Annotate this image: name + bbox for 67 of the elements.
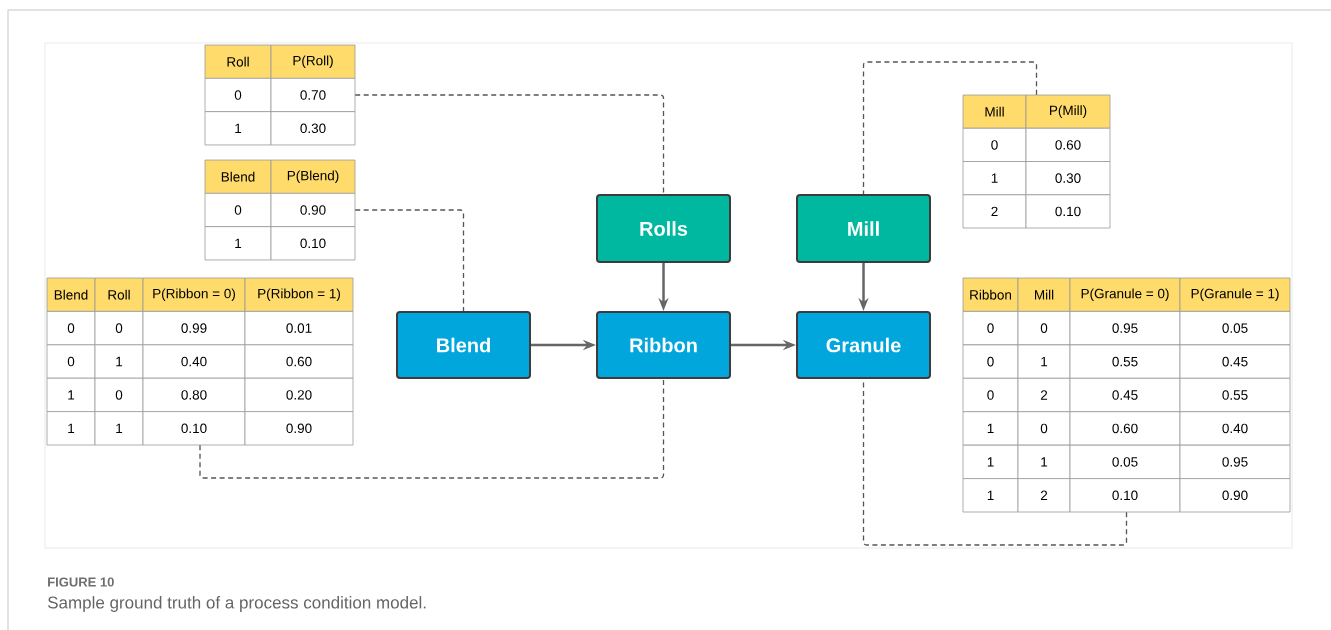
- table-cell: 2: [962, 194, 1027, 229]
- table-cell: 0: [204, 192, 272, 228]
- table-cell: 0: [94, 377, 144, 412]
- connector-line: [199, 378, 665, 479]
- table-header-cell: Mill: [1017, 277, 1071, 312]
- table-header-cell: P(Ribbon = 1): [244, 277, 354, 312]
- table-cell: 0.20: [244, 377, 354, 412]
- table-cell: 2: [1017, 478, 1071, 513]
- table-header-cell: Roll: [94, 277, 144, 312]
- table-cell: 0: [94, 311, 144, 346]
- table-cell: 0: [962, 377, 1019, 413]
- table-cell: 0.40: [1179, 411, 1291, 446]
- process-box: Ribbon: [596, 311, 731, 379]
- table-cell: 1: [1017, 444, 1071, 479]
- process-box: Rolls: [596, 194, 731, 263]
- process-box: Mill: [796, 194, 931, 263]
- table-cell: 0.90: [270, 192, 356, 228]
- table-cell: 0: [46, 344, 96, 379]
- table-cell: 0.05: [1179, 311, 1291, 346]
- table-cell: 1: [94, 411, 144, 446]
- table-cell: 0.01: [244, 311, 354, 346]
- process-box: Granule: [796, 311, 931, 379]
- table-cell: 0.55: [1179, 377, 1291, 413]
- table-header-cell: Roll: [204, 44, 272, 79]
- table-cell: 0: [962, 344, 1019, 379]
- table-cell: 0: [962, 127, 1027, 162]
- table-header-cell: Mill: [962, 94, 1027, 129]
- table-header-cell: Blend: [46, 277, 96, 312]
- table-header-cell: P(Granule = 1): [1179, 277, 1291, 312]
- table-cell: 2: [1017, 377, 1071, 413]
- table-header-cell: P(Roll): [270, 44, 356, 79]
- table-cell: 1: [1017, 344, 1071, 379]
- table-cell: 0: [46, 311, 96, 346]
- connector-line: [354, 209, 465, 312]
- table-cell: 0.45: [1179, 344, 1291, 379]
- table-cell: 0.10: [1025, 194, 1111, 229]
- table-cell: 0.60: [244, 344, 354, 379]
- table-header-cell: P(Mill): [1025, 94, 1111, 129]
- table-cell: 1: [962, 478, 1019, 513]
- table-header-cell: Blend: [204, 159, 272, 194]
- table-cell: 1: [962, 161, 1027, 196]
- table-cell: 0: [1017, 311, 1071, 346]
- table-header-cell: P(Blend): [270, 159, 356, 194]
- table-header-cell: Ribbon: [962, 277, 1019, 312]
- table-cell: 0: [204, 77, 272, 113]
- table-cell: 0.30: [270, 111, 356, 146]
- table-cell: 1: [46, 377, 96, 412]
- table-cell: 0.95: [1179, 444, 1291, 479]
- table-cell: 0.90: [1179, 478, 1291, 513]
- table-cell: 1: [204, 226, 272, 261]
- connector-line: [862, 61, 1038, 195]
- table-cell: 0.70: [270, 77, 356, 113]
- table-cell: 0.90: [244, 411, 354, 446]
- table-cell: 0: [1017, 411, 1071, 446]
- process-box: Blend: [396, 311, 531, 379]
- table-cell: 0.30: [1025, 161, 1111, 196]
- table-cell: 1: [94, 344, 144, 379]
- table-cell: 0.60: [1025, 127, 1111, 162]
- caption: Sample ground truth of a process condition model.: [47, 596, 426, 612]
- table-cell: 1: [962, 411, 1019, 446]
- table-cell: 0.10: [270, 226, 356, 261]
- figure-number: FIGURE 10: [48, 577, 114, 587]
- connector-line: [354, 94, 665, 195]
- table-cell: 1: [962, 444, 1019, 479]
- table-cell: 0: [962, 311, 1019, 346]
- table-cell: 1: [204, 111, 272, 146]
- table-cell: 1: [46, 411, 96, 446]
